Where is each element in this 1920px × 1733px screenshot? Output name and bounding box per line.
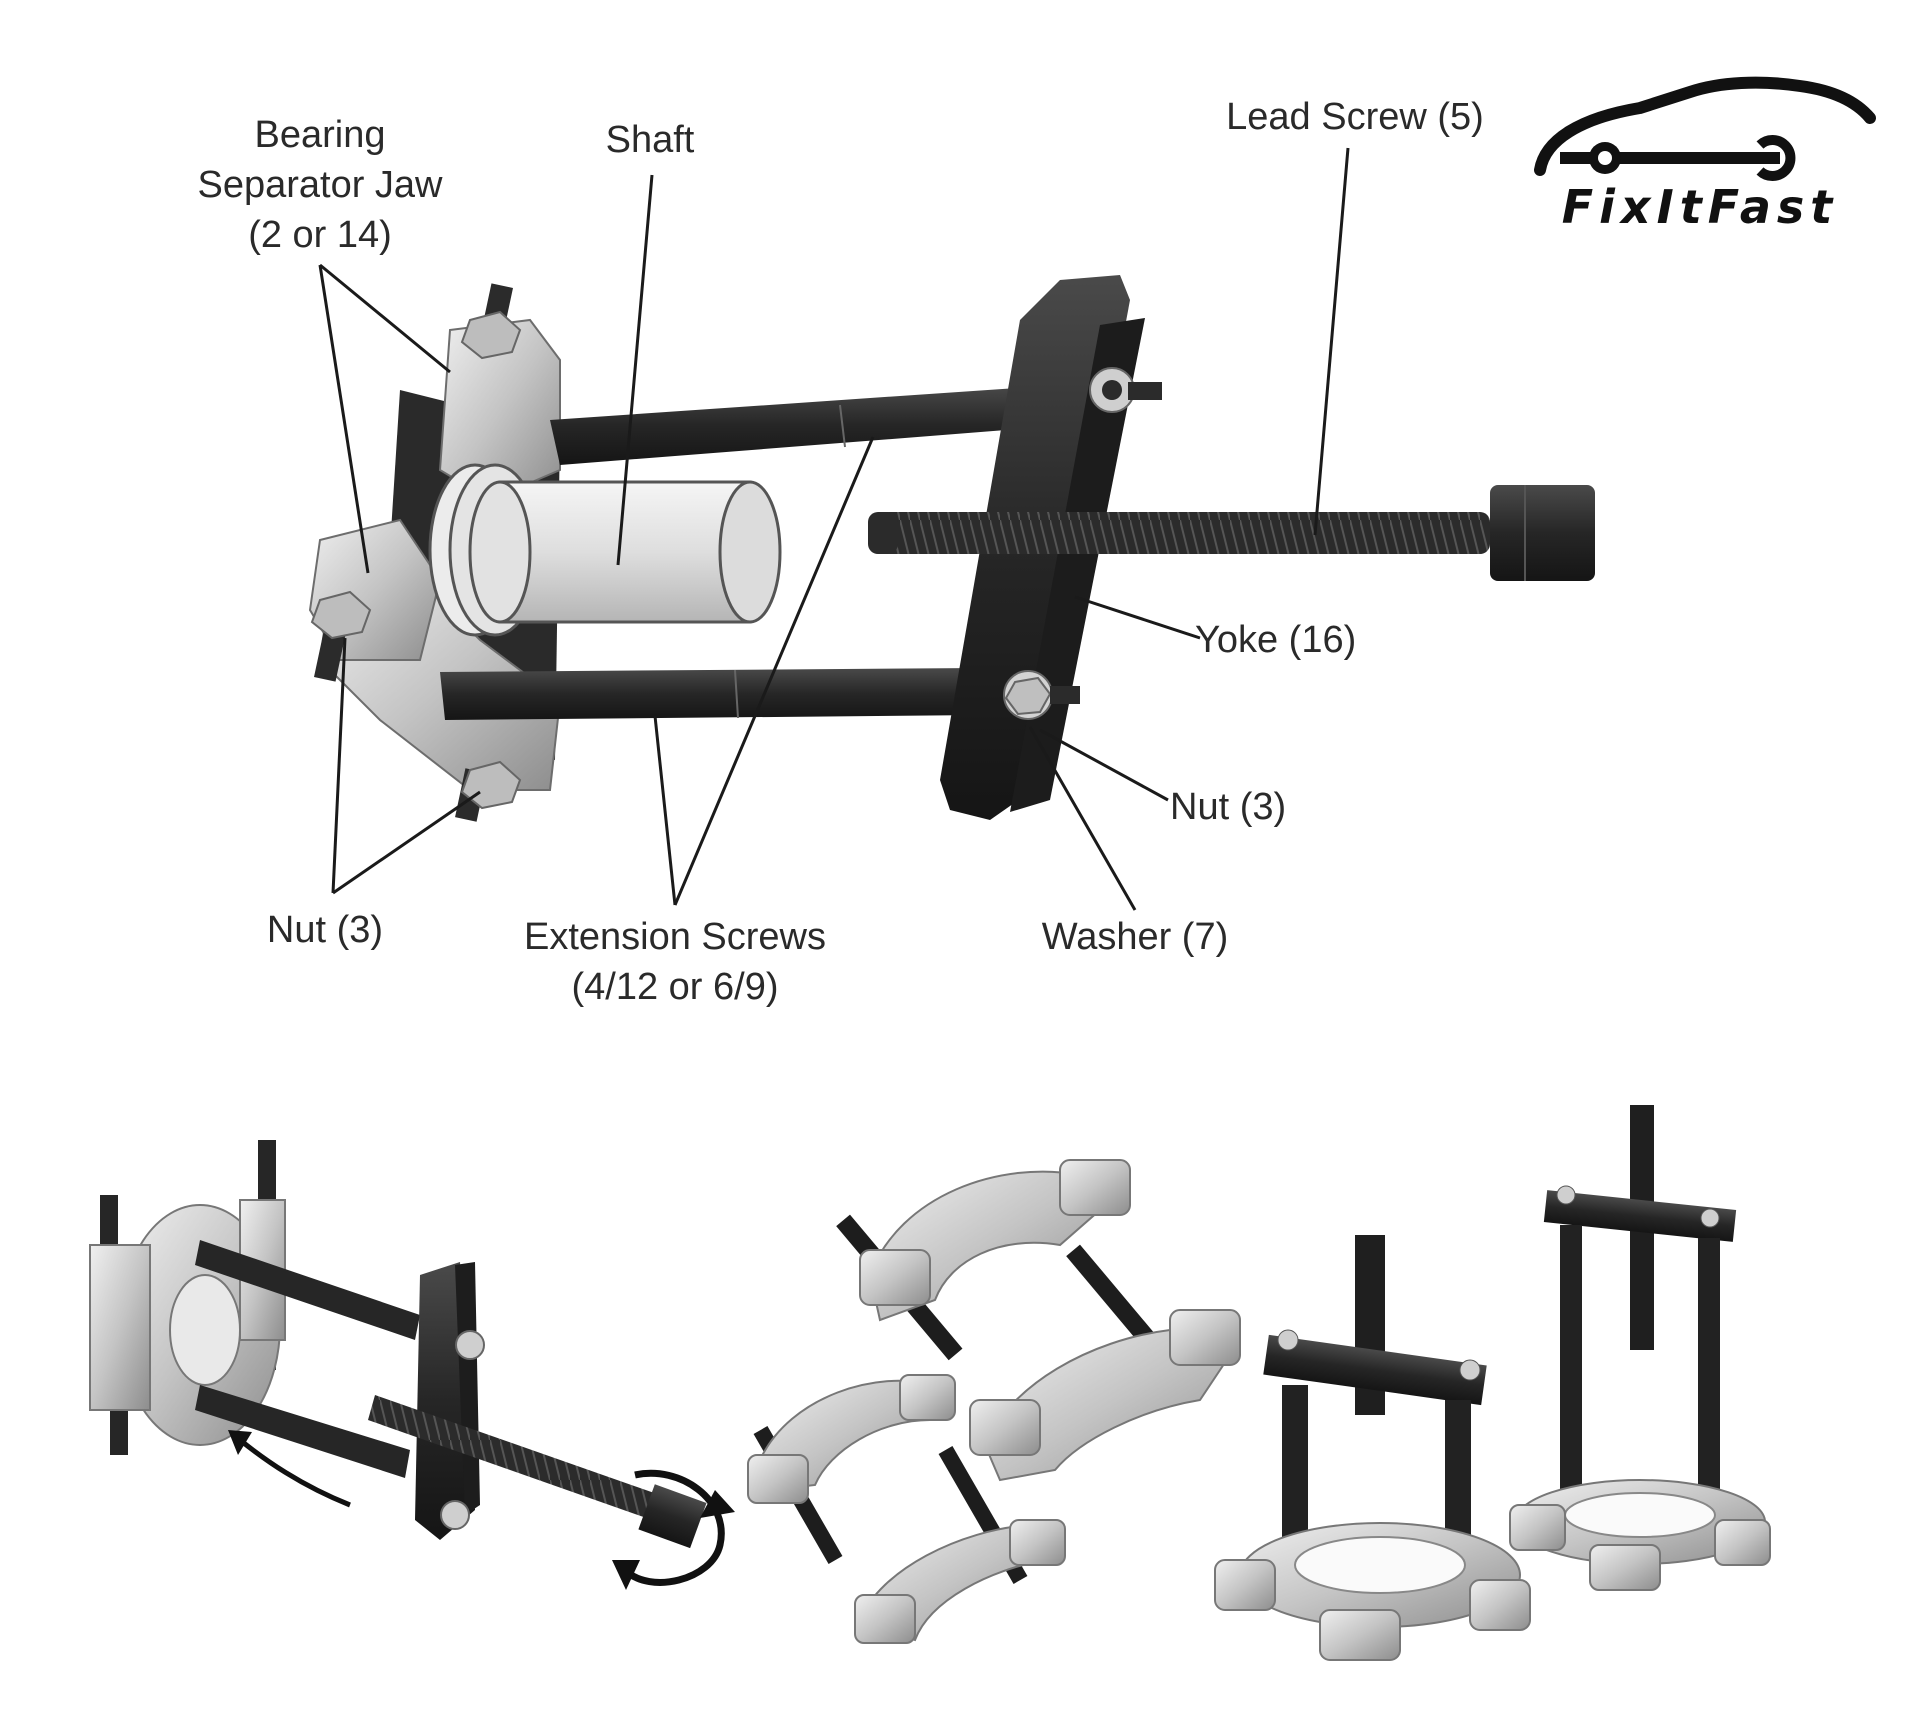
yoke-nut-lower bbox=[1004, 676, 1052, 716]
wrench-icon bbox=[1756, 135, 1796, 181]
label-jaw-line-2: Separator Jaw bbox=[197, 164, 443, 206]
extension-screw-lower bbox=[440, 668, 985, 720]
label-nut-left: Nut (3) bbox=[266, 909, 384, 951]
label-extension-line-1: Extension Screws bbox=[523, 916, 826, 958]
jaw-nut-left bbox=[310, 590, 372, 640]
label-shaft: Shaft bbox=[605, 119, 695, 161]
label-bearing-separator-jaw: Bearing Separator Jaw (2 or 14) bbox=[165, 110, 475, 260]
logo-text: FixItFast bbox=[1561, 180, 1839, 234]
bottom-middle-separators bbox=[747, 1159, 1241, 1644]
bottom-left-assembly bbox=[89, 1140, 735, 1590]
jaw-nut-bottom bbox=[460, 760, 522, 810]
label-jaw-line-1: Bearing bbox=[254, 114, 386, 156]
bottom-right-pullers bbox=[1214, 1105, 1771, 1661]
shaft bbox=[498, 480, 752, 624]
label-jaw-line-3: (2 or 14) bbox=[248, 214, 392, 256]
label-extension-screws: Extension Screws (4/12 or 6/9) bbox=[500, 912, 850, 1012]
pull-direction-arrow-icon bbox=[238, 1438, 351, 1508]
label-yoke: Yoke (16) bbox=[1195, 619, 1357, 661]
bearing-separator-jaw-upper bbox=[438, 318, 561, 502]
jaw-nut-top bbox=[460, 310, 522, 360]
rotation-arrow-icon bbox=[622, 1469, 725, 1586]
fixitfast-logo bbox=[1534, 76, 1876, 181]
lead-screw-hex-head bbox=[1490, 485, 1595, 581]
lead-screw bbox=[870, 512, 1490, 554]
upper-illustration bbox=[308, 275, 1595, 822]
label-lead-screw: Lead Screw (5) bbox=[1226, 96, 1484, 138]
leader-lines bbox=[318, 147, 1350, 911]
label-extension-line-2: (4/12 or 6/9) bbox=[571, 966, 779, 1008]
label-washer: Washer (7) bbox=[1041, 916, 1229, 958]
label-nut-right: Nut (3) bbox=[1170, 786, 1287, 828]
car-silhouette-icon bbox=[1534, 76, 1876, 176]
extension-screw-upper bbox=[550, 385, 1070, 465]
